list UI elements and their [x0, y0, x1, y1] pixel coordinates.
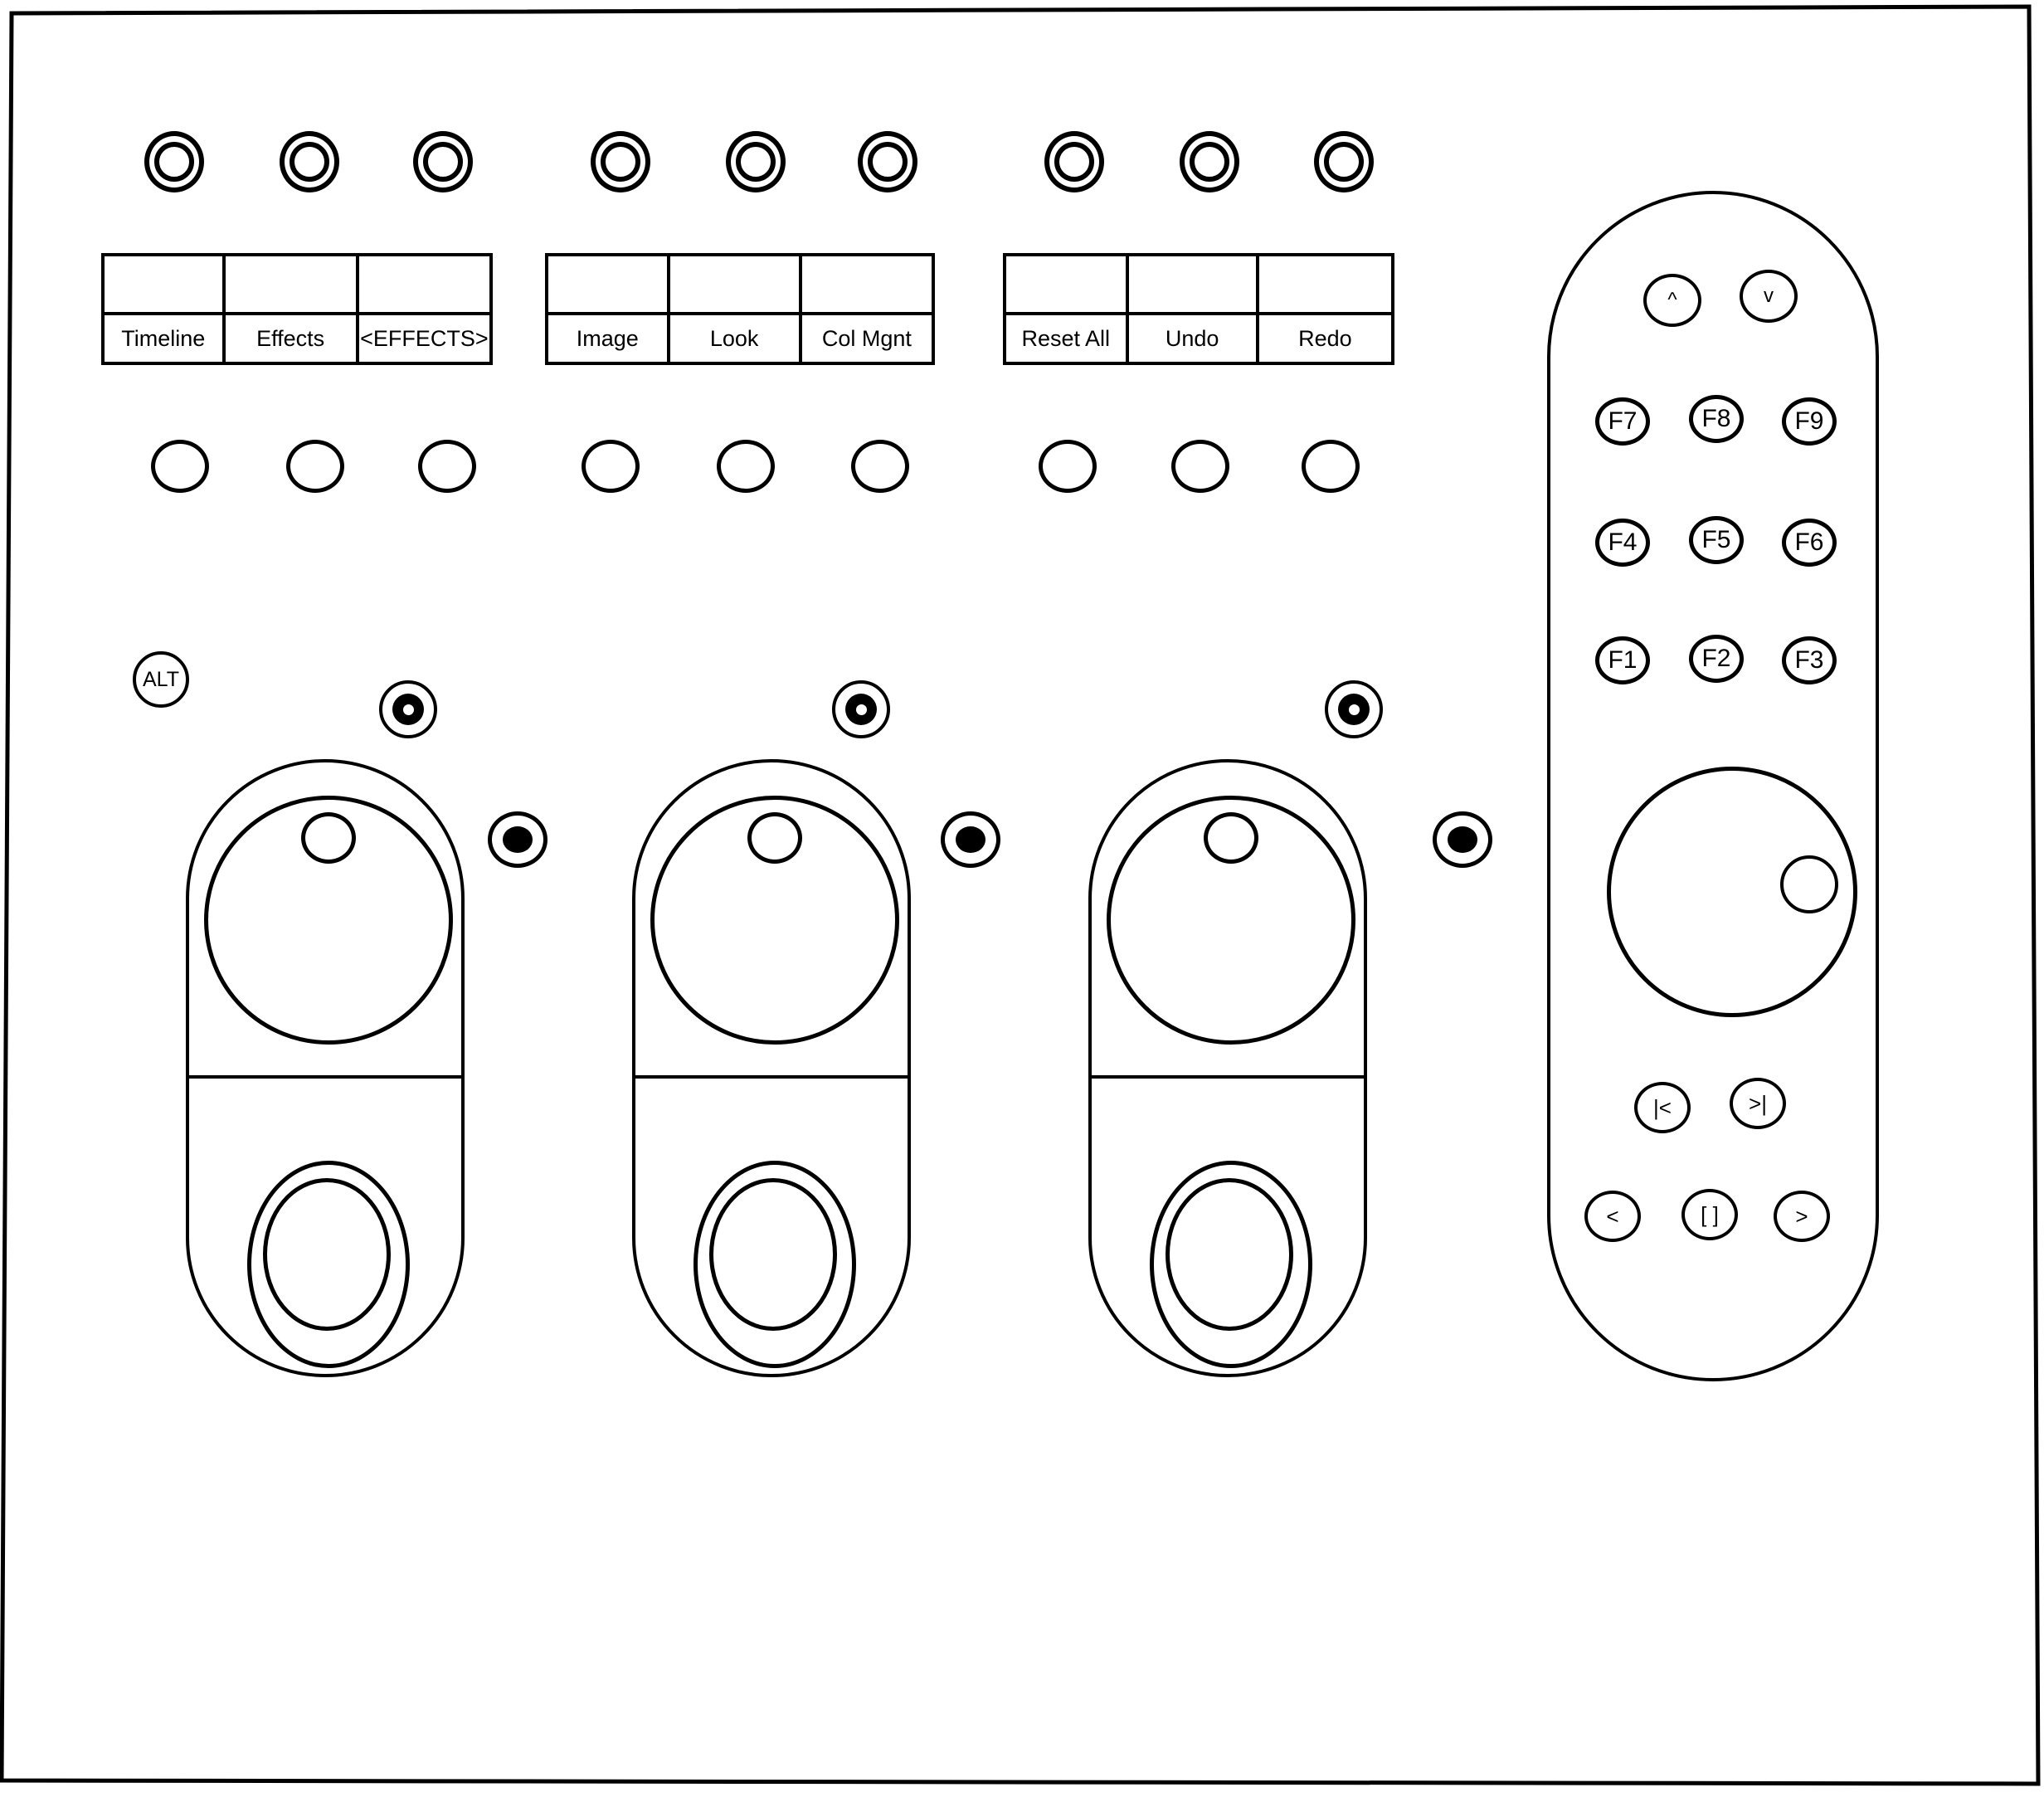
display-cell: [798, 256, 932, 312]
jog-knob[interactable]: [1780, 855, 1838, 913]
softkey-label: Look: [666, 312, 799, 362]
knob-cap: [423, 142, 463, 182]
f6-button[interactable]: F6: [1782, 519, 1837, 567]
softkey-label: Undo: [1125, 312, 1256, 362]
encoder-knob[interactable]: [1180, 131, 1239, 192]
display-strip: Image Look Col Mgnt: [545, 253, 935, 365]
softkey-label: Redo: [1255, 312, 1391, 362]
alt-button[interactable]: ALT: [133, 651, 189, 708]
soft-button[interactable]: [1039, 440, 1097, 493]
trackball-module: [186, 759, 465, 1377]
display-strip: Reset All Undo Redo: [1003, 253, 1394, 365]
f5-button[interactable]: F5: [1689, 516, 1744, 564]
display-cell: [1006, 256, 1126, 312]
soft-button[interactable]: [1171, 440, 1229, 493]
trackball-marker: [747, 812, 802, 864]
encoder-knob[interactable]: [726, 131, 786, 192]
f4-button[interactable]: F4: [1595, 519, 1650, 567]
rotary-dial-cap: [263, 1178, 391, 1331]
dot-core: [956, 826, 986, 853]
soft-button[interactable]: [851, 440, 909, 493]
dot-core: [1448, 826, 1477, 853]
soft-button[interactable]: [151, 440, 209, 493]
display-strip: Timeline Effects <EFFECTS>: [101, 253, 493, 365]
f8-button[interactable]: F8: [1689, 395, 1744, 443]
soft-button[interactable]: [582, 440, 640, 493]
bracket-button[interactable]: [ ]: [1681, 1189, 1738, 1240]
led-core: [392, 694, 424, 725]
encoder-knob[interactable]: [144, 131, 204, 192]
led-core: [845, 694, 877, 725]
soft-button[interactable]: [1302, 440, 1360, 493]
module-divider: [1092, 1075, 1364, 1079]
dot-button[interactable]: [1433, 811, 1492, 868]
module-divider: [189, 1075, 461, 1079]
softkey-label: Timeline: [105, 312, 222, 362]
encoder-knob[interactable]: [591, 131, 650, 192]
knob-cap: [290, 142, 329, 182]
encoder-knob[interactable]: [1314, 131, 1374, 192]
knob-cap: [736, 142, 776, 182]
encoder-knob[interactable]: [858, 131, 917, 192]
led-dot: [1348, 704, 1360, 715]
knob-cap: [1190, 142, 1229, 182]
display-cell: [1255, 256, 1391, 312]
f9-button[interactable]: F9: [1782, 397, 1837, 446]
transport-panel: ^ v F7 F8 F9 F4 F5 F6 F1 F2 F3 |< >| < […: [1547, 191, 1879, 1381]
softkey-label: Effects: [221, 312, 356, 362]
next-clip-button[interactable]: >|: [1730, 1078, 1786, 1129]
led-indicator: [379, 680, 437, 738]
trackball-module: [632, 759, 911, 1377]
led-indicator: [1325, 680, 1383, 738]
dot-core: [503, 826, 533, 853]
rotary-dial-cap: [709, 1178, 837, 1331]
prev-clip-button[interactable]: |<: [1634, 1082, 1691, 1133]
display-cell: [666, 256, 799, 312]
display-cell: [221, 256, 356, 312]
trackball-marker: [301, 812, 356, 864]
step-forward-button[interactable]: >: [1774, 1191, 1830, 1242]
f2-button[interactable]: F2: [1689, 635, 1744, 683]
up-button[interactable]: ^: [1643, 274, 1701, 327]
display-cell: [105, 256, 222, 312]
soft-button[interactable]: [286, 440, 344, 493]
softkey-label: <EFFECTS>: [355, 312, 489, 362]
led-indicator: [832, 680, 890, 738]
knob-cap: [154, 142, 194, 182]
led-dot: [855, 704, 867, 715]
trackball[interactable]: [650, 796, 899, 1045]
knob-cap: [601, 142, 640, 182]
down-button[interactable]: v: [1740, 270, 1798, 323]
rotary-dial-cap: [1166, 1178, 1293, 1331]
knob-cap: [1054, 142, 1094, 182]
display-cell: [548, 256, 667, 312]
softkey-label: Col Mgnt: [798, 312, 932, 362]
led-dot: [402, 704, 414, 715]
encoder-knob[interactable]: [280, 131, 339, 192]
display-cell: [1125, 256, 1256, 312]
led-core: [1338, 694, 1370, 725]
display-cell: [355, 256, 489, 312]
step-back-button[interactable]: <: [1584, 1191, 1641, 1242]
soft-button[interactable]: [717, 440, 775, 493]
knob-cap: [868, 142, 908, 182]
encoder-knob[interactable]: [413, 131, 473, 192]
knob-cap: [1324, 142, 1364, 182]
softkey-label: Image: [548, 312, 667, 362]
f1-button[interactable]: F1: [1595, 636, 1650, 684]
softkey-label: Reset All: [1006, 312, 1126, 362]
f7-button[interactable]: F7: [1595, 397, 1650, 446]
trackball-module: [1088, 759, 1367, 1377]
encoder-knob[interactable]: [1044, 131, 1104, 192]
dot-button[interactable]: [941, 811, 1000, 868]
f3-button[interactable]: F3: [1782, 636, 1837, 684]
dot-button[interactable]: [488, 811, 548, 868]
trackball-marker: [1204, 812, 1258, 864]
soft-button[interactable]: [418, 440, 476, 493]
module-divider: [635, 1075, 908, 1079]
